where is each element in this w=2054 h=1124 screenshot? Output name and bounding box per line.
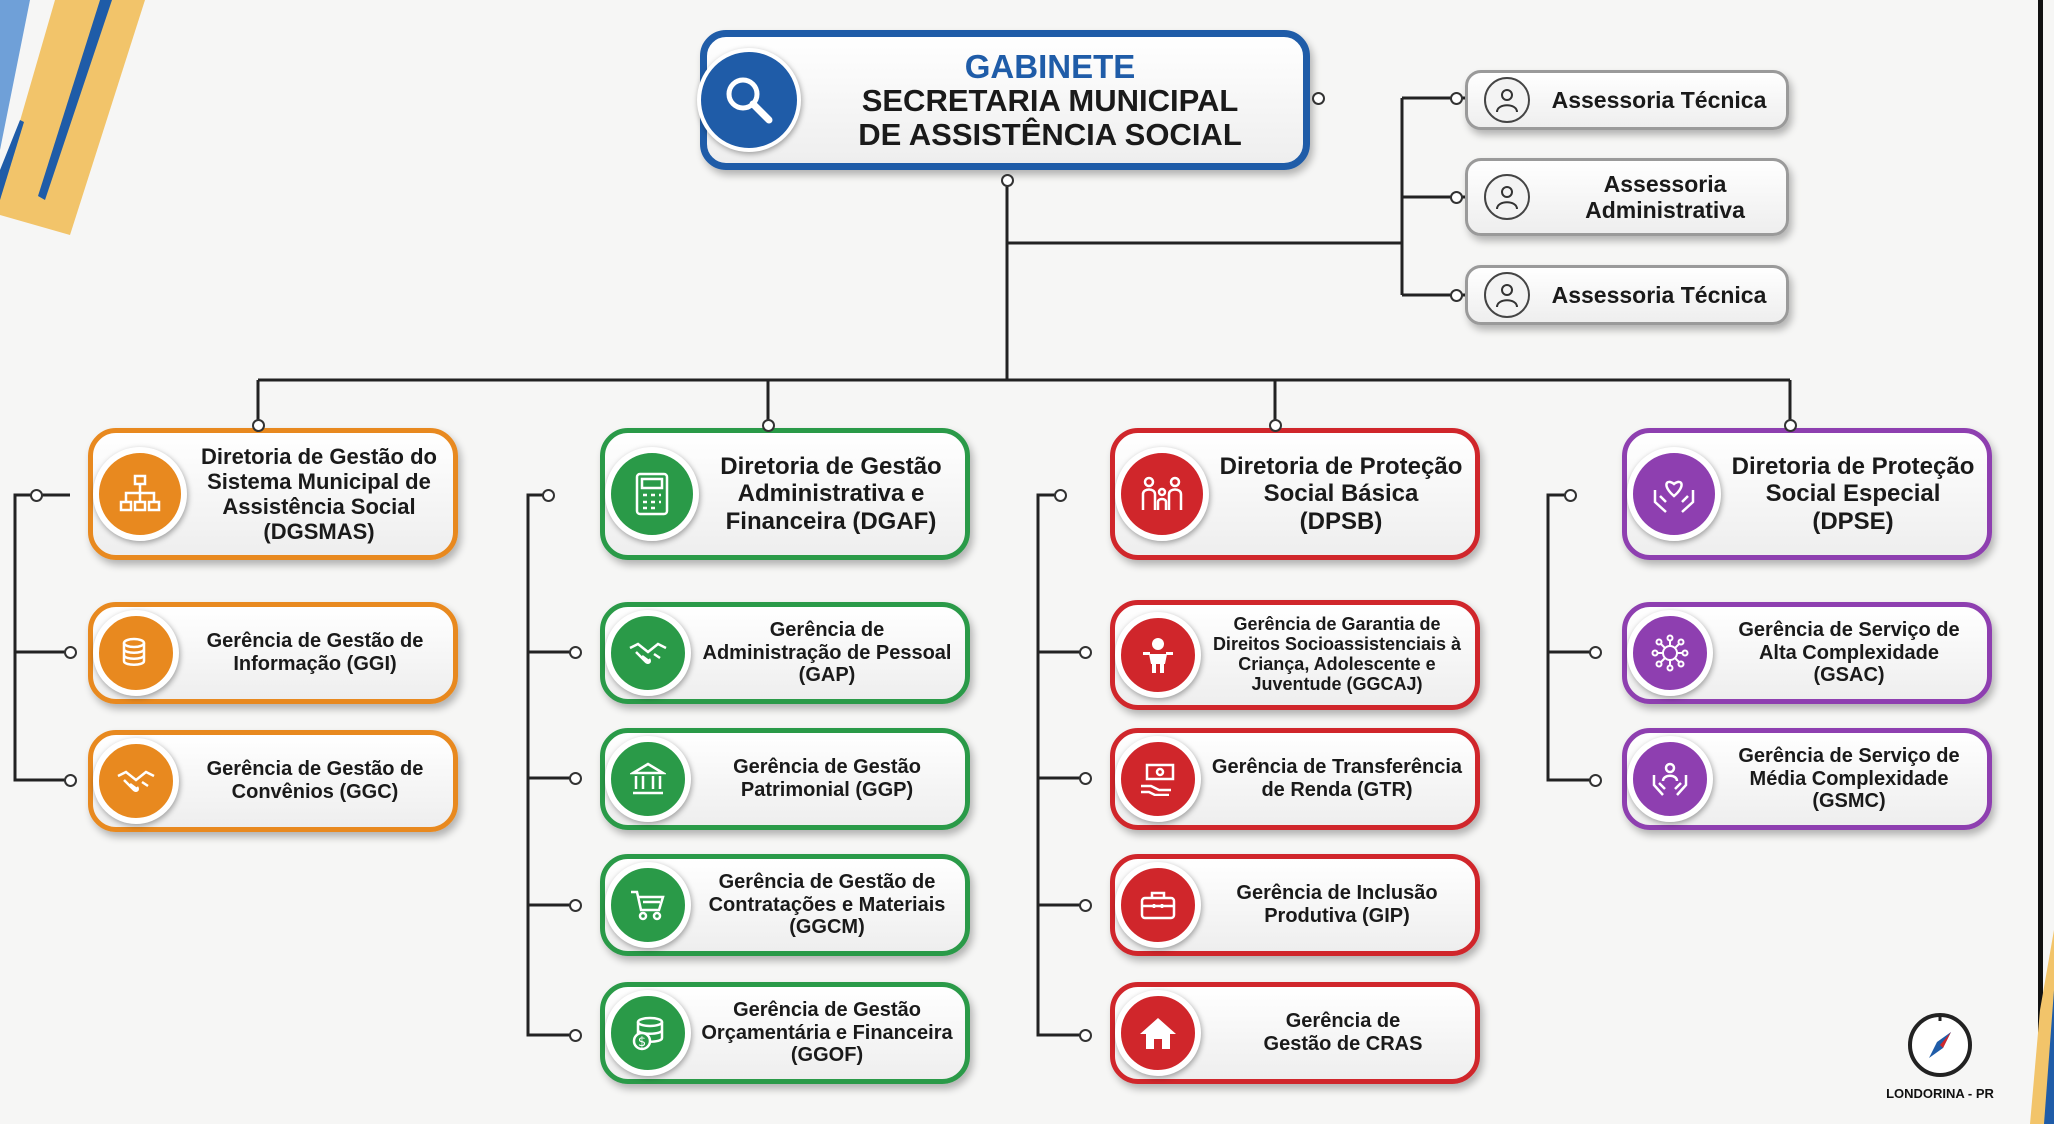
advisory-item[interactable]: Assessoria Administrativa [1465,158,1789,236]
advisory-label: Assessoria Técnica [1551,281,1767,308]
connector-dot [1001,174,1014,187]
directorate-dpse[interactable]: Diretoria de Proteção Social Especial (D… [1622,428,1992,560]
connector-dot [569,899,582,912]
directorate-label: Diretoria de Proteção Social Especial (D… [1731,452,1975,535]
unit-label: Gerência de Gestão Patrimonial (GGP) [733,756,921,801]
shopping-cart-icon [605,862,691,948]
connector-dot [542,489,555,502]
magnifier-icon [697,48,801,152]
connector-dot [1450,92,1463,105]
directorate-dgaf[interactable]: Diretoria de Gestão Administrativa e Fin… [600,428,970,560]
connector-dot [1589,774,1602,787]
advisory-label: Assessoria Técnica [1551,86,1767,113]
unit-label: Gerência de Gestão Orçamentária e Financ… [701,998,953,1067]
money-hand-icon [1115,736,1201,822]
connector-dot [1564,489,1577,502]
unit-label: Gerência de Serviço de Média Complexidad… [1738,744,1960,813]
toolbox-icon [1115,862,1201,948]
connector-dot [64,774,77,787]
unit-ggcm[interactable]: Gerência de Gestão de Contratações e Mat… [600,854,970,956]
unit-label: Gerência de Gestão de Informação (GGI) [206,630,424,675]
advisor-person-icon [1484,77,1530,123]
unit-label: Gerência de Gestão de Contratações e Mat… [708,870,946,939]
connector-dot [569,1029,582,1042]
connector-dot [1079,772,1092,785]
connector-dot [1079,899,1092,912]
unit-label: Gerência de Administração de Pessoal (GA… [702,618,952,687]
unit-label: Gerência de Gestão de CRAS [1263,1010,1423,1055]
child-icon [1115,612,1201,698]
cabinet-box[interactable]: GABINETE SECRETARIA MUNICIPAL DE ASSISTÊ… [697,30,1310,170]
handshake-icon [93,738,179,824]
cabinet-title: GABINETE SECRETARIA MUNICIPAL DE ASSISTÊ… [809,49,1303,152]
unit-label: Gerência de Transferência de Renda (GTR) [1211,756,1463,801]
connector-dot [1784,419,1797,432]
heart-hands-icon [1627,447,1721,541]
directorate-dgsmas[interactable]: Diretoria de Gestão do Sistema Municipal… [88,428,458,560]
connector-dot [252,419,265,432]
directorate-label: Diretoria de Proteção Social Básica (DPS… [1219,452,1463,535]
unit-cras[interactable]: Gerência de Gestão de CRAS [1110,982,1480,1084]
cabinet-title-line3: DE ASSISTÊNCIA SOCIAL [858,116,1242,152]
unit-ggof[interactable]: $ Gerência de Gestão Orçamentária e Fina… [600,982,970,1084]
org-chart-icon [93,447,187,541]
advisor-person-icon [1484,272,1530,318]
calculator-icon [605,447,699,541]
bank-building-icon [605,736,691,822]
svg-text:$: $ [638,1035,646,1050]
database-icon [93,610,179,696]
directorate-dpsb[interactable]: Diretoria de Proteção Social Básica (DPS… [1110,428,1480,560]
advisor-person-icon [1484,174,1530,220]
cabinet-title-line1: GABINETE [964,47,1136,85]
unit-ggcaj[interactable]: Gerência de Garantia de Direitos Socioas… [1110,600,1480,710]
coins-icon: $ [605,990,691,1076]
advisory-label: Assessoria Administrativa [1585,170,1745,223]
connector-dot [1054,489,1067,502]
advisory-item[interactable]: Assessoria Técnica [1465,70,1789,130]
house-icon [1115,990,1201,1076]
care-people-icon [1627,736,1713,822]
connector-dot [1589,646,1602,659]
compass-icon [1908,1013,1972,1077]
family-icon [1115,447,1209,541]
unit-label: Gerência de Inclusão Produtiva (GIP) [1236,882,1438,927]
unit-ggi[interactable]: Gerência de Gestão de Informação (GGI) [88,602,458,704]
connector-dot [569,772,582,785]
directorate-label: Diretoria de Gestão Administrativa e Fin… [720,452,942,535]
connector-dot [1450,191,1463,204]
logo-label: LONDORINA - PR [1886,1086,1994,1101]
unit-label: Gerência de Gestão de Convênios (GGC) [206,758,424,803]
connector-dot [64,646,77,659]
network-icon [1627,610,1713,696]
connector-dot [1269,419,1282,432]
unit-gip[interactable]: Gerência de Inclusão Produtiva (GIP) [1110,854,1480,956]
connector-dot [1312,92,1325,105]
connector-dot [569,646,582,659]
connector-dot [1450,289,1463,302]
handshake-icon [605,610,691,696]
unit-gsmc[interactable]: Gerência de Serviço de Média Complexidad… [1622,728,1992,830]
connector-dot [30,489,43,502]
directorate-label: Diretoria de Gestão do Sistema Municipal… [201,443,437,545]
city-logo: LONDORINA - PR [1870,1010,2010,1101]
connector-dot [1079,646,1092,659]
unit-gsac[interactable]: Gerência de Serviço de Alta Complexidade… [1622,602,1992,704]
unit-gap[interactable]: Gerência de Administração de Pessoal (GA… [600,602,970,704]
unit-label: Gerência de Serviço de Alta Complexidade… [1738,618,1960,687]
connector-dot [1079,1029,1092,1042]
cabinet-title-line2: SECRETARIA MUNICIPAL [861,83,1239,119]
connector-dot [762,419,775,432]
advisory-item[interactable]: Assessoria Técnica [1465,265,1789,325]
unit-ggp[interactable]: Gerência de Gestão Patrimonial (GGP) [600,728,970,830]
unit-gtr[interactable]: Gerência de Transferência de Renda (GTR) [1110,728,1480,830]
unit-label: Gerência de Garantia de Direitos Socioas… [1212,614,1462,694]
unit-ggc[interactable]: Gerência de Gestão de Convênios (GGC) [88,730,458,832]
